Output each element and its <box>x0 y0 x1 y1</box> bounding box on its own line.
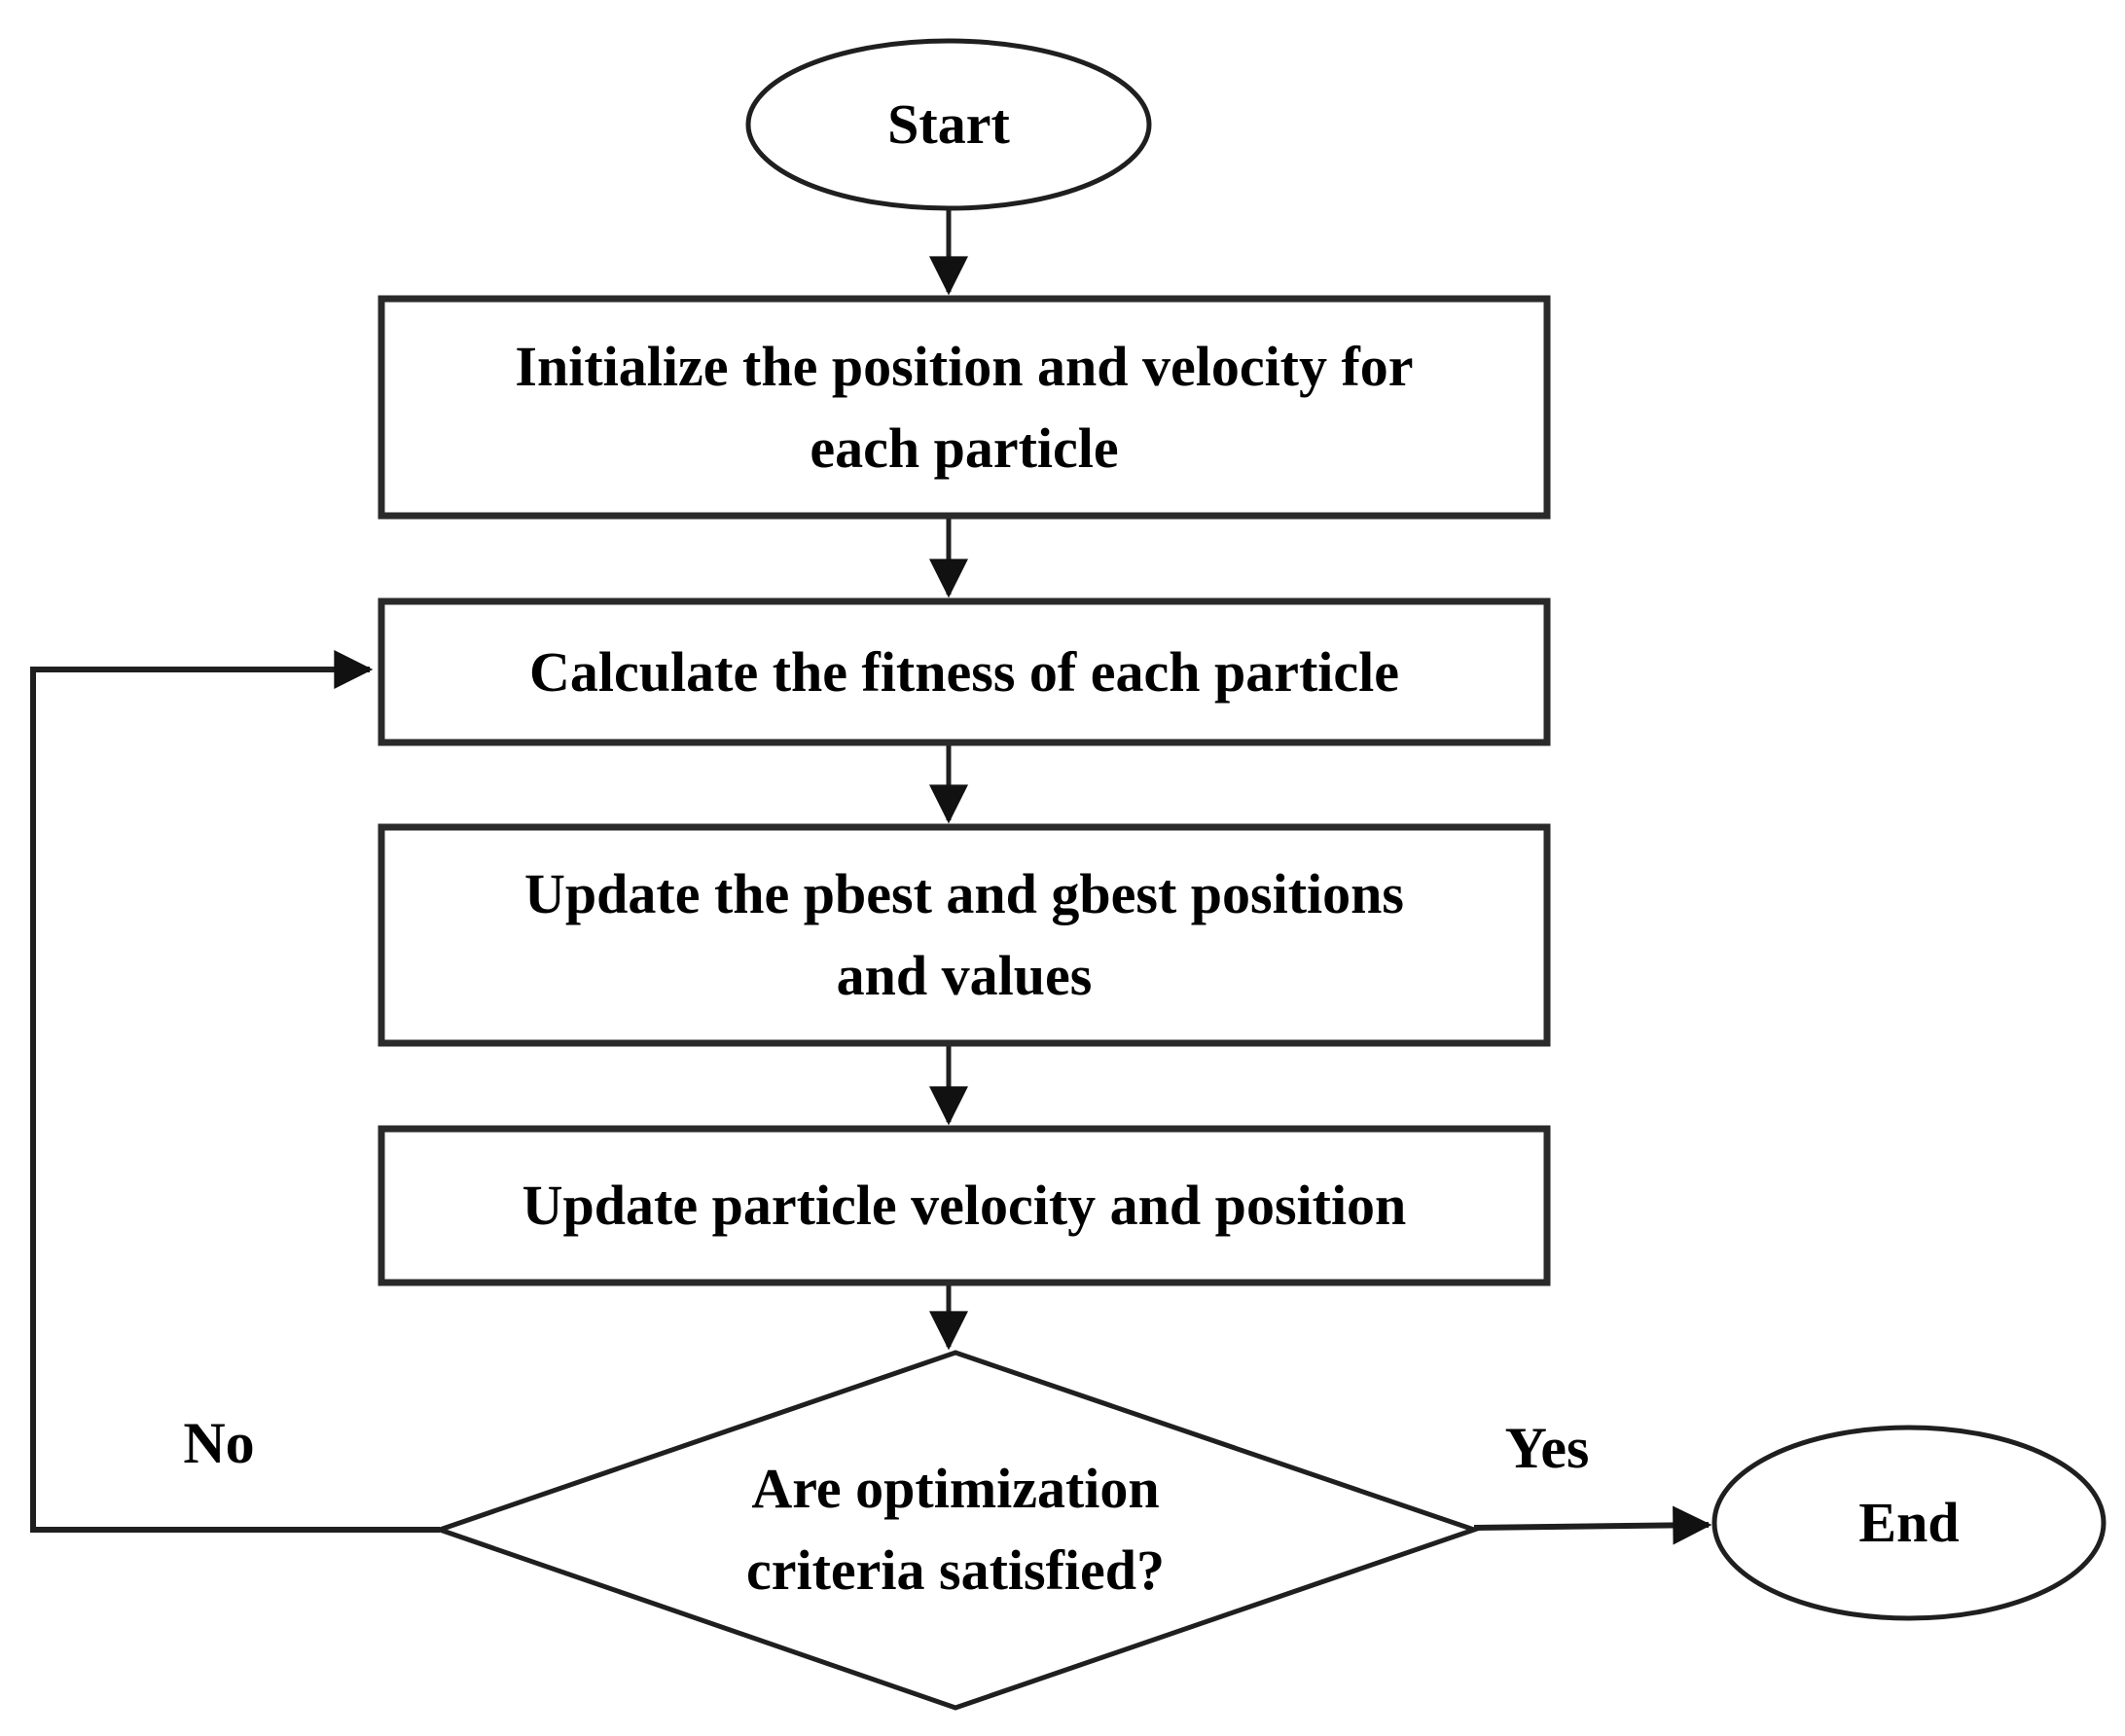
yes-edge-label: Yes <box>1459 1409 1635 1487</box>
label-line: End <box>1858 1491 1960 1554</box>
start-node-shape <box>745 38 1152 211</box>
label-line: Initialize the position and velocity for <box>515 334 1414 398</box>
label-line: criteria satisfied? <box>745 1538 1165 1602</box>
decision-node-label: Are optimization criteria satisfied? <box>566 1393 1345 1666</box>
start-node-label: Start <box>748 41 1149 208</box>
label-line: Yes <box>1504 1416 1590 1480</box>
end-node-shape <box>1711 1425 2107 1621</box>
calculate-fitness-node-shape <box>378 597 1551 746</box>
label-line: Update the pbest and gbest positions <box>523 862 1404 925</box>
label-line: Are optimization <box>751 1457 1160 1520</box>
label-line: each particle <box>810 416 1119 480</box>
update-best-node-label: Update the pbest and gbest positions and… <box>381 827 1547 1043</box>
edge-yes-to-end <box>1473 1505 1712 1545</box>
calculate-fitness-node-label: Calculate the fitness of each particle <box>381 601 1547 742</box>
label-line: Update particle velocity and position <box>522 1174 1407 1237</box>
initialize-node-shape <box>378 295 1551 520</box>
update-best-node-shape <box>378 823 1551 1047</box>
no-edge-label: No <box>131 1404 306 1482</box>
initialize-node-label: Initialize the position and velocity for… <box>381 299 1547 516</box>
end-node-label: End <box>1714 1428 2104 1618</box>
update-velocity-node-shape <box>378 1125 1551 1286</box>
label-line: and values <box>836 944 1093 1007</box>
update-velocity-node-label: Update particle velocity and position <box>381 1129 1547 1283</box>
label-line: Calculate the fitness of each particle <box>529 639 1399 704</box>
label-line: Start <box>887 92 1010 156</box>
decision-node-shape <box>432 1350 1482 1711</box>
label-line: No <box>183 1411 255 1475</box>
edge-no-loop-to-fitness <box>30 650 440 1533</box>
